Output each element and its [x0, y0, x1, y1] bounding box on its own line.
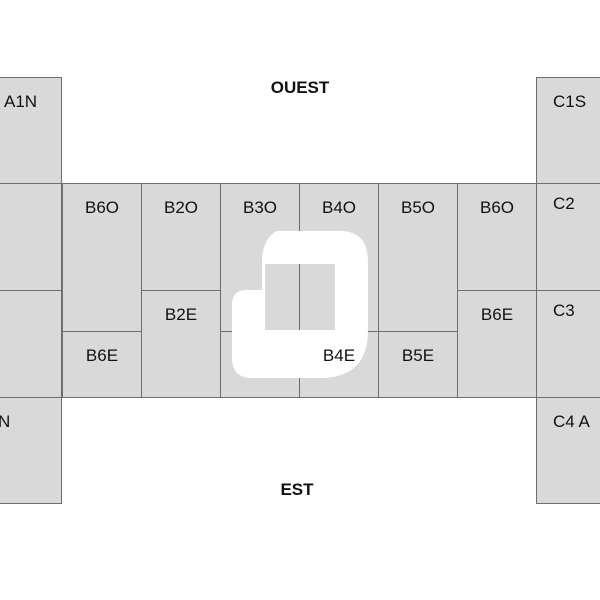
room-label: B2E	[164, 305, 198, 324]
room-label: B4E	[322, 346, 356, 365]
room-label: B4O	[321, 198, 357, 217]
room-b5e[interactable]: B5E	[378, 331, 458, 398]
room-label: B2O	[163, 198, 199, 217]
est-label: EST	[280, 480, 314, 499]
room-label: B3O	[242, 198, 278, 217]
room-a-bottom[interactable]: N	[0, 397, 62, 504]
room-b6e-left[interactable]: B6E	[62, 331, 142, 398]
room-c2[interactable]: C2	[536, 183, 600, 291]
ouest-label: OUEST	[270, 78, 330, 97]
room-b2e[interactable]: B2E	[141, 290, 221, 398]
room-c4a[interactable]: C4 A	[536, 397, 600, 504]
room-label: N	[0, 412, 11, 431]
room-label: C1S	[553, 92, 587, 111]
room-a1n[interactable]: A1N	[0, 77, 62, 184]
room-label: B5E	[401, 346, 435, 365]
room-label: B6E	[85, 346, 119, 365]
room-label: A1N	[4, 92, 38, 111]
room-label: B6O	[479, 198, 515, 217]
room-label: C3	[553, 301, 575, 320]
room-b6e-right[interactable]: B6E	[457, 290, 537, 398]
room-label: B6E	[480, 305, 514, 324]
room-label: C2	[553, 194, 575, 213]
room-label: C4 A	[553, 412, 590, 431]
room-a-mid1[interactable]	[0, 183, 62, 291]
room-label: B6O	[84, 198, 120, 217]
room-label: B5O	[400, 198, 436, 217]
room-b6o-right[interactable]: B6O	[457, 183, 537, 291]
